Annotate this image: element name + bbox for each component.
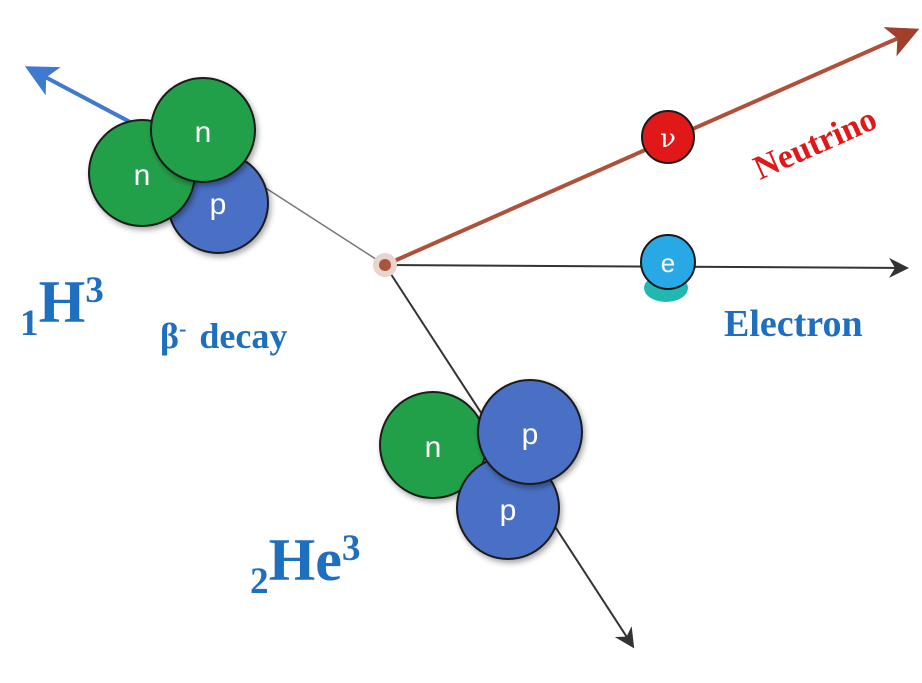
svg-text:p: p bbox=[210, 188, 227, 221]
electron-particle: e bbox=[640, 234, 696, 302]
helium-atomic-number: 2 bbox=[250, 561, 269, 603]
electron-label: Electron bbox=[724, 303, 863, 345]
svg-text:n: n bbox=[134, 159, 151, 192]
neutron: n bbox=[150, 77, 256, 183]
neutrino-label: Neutrino bbox=[748, 100, 882, 187]
svg-text:p: p bbox=[522, 418, 539, 451]
tritium-element: H bbox=[38, 269, 86, 335]
recoil-arrow bbox=[24, 66, 131, 124]
svg-text:n: n bbox=[195, 116, 212, 149]
tritium-mass-number: 3 bbox=[85, 269, 104, 311]
neutrino-particle: ν bbox=[641, 110, 695, 164]
svg-text:p: p bbox=[500, 494, 517, 527]
beta-decay-label: β- decay bbox=[160, 315, 288, 356]
svg-text:ν: ν bbox=[660, 124, 676, 154]
tritium-nucleus: p n n bbox=[88, 77, 269, 254]
proton: p bbox=[477, 379, 583, 485]
svg-text:e: e bbox=[661, 248, 675, 278]
helium-mass-number: 3 bbox=[341, 527, 361, 569]
beta-minus-sign: - bbox=[178, 315, 187, 341]
tritium-label: 1H3 bbox=[20, 269, 104, 342]
beta-symbol: β bbox=[160, 316, 179, 356]
helium-element: He bbox=[268, 527, 342, 593]
tritium-atomic-number: 1 bbox=[20, 303, 39, 345]
helium-nucleus: n p p bbox=[379, 379, 583, 560]
svg-text:n: n bbox=[425, 431, 442, 464]
helium-label: 2He3 bbox=[250, 527, 361, 600]
decay-word: decay bbox=[199, 316, 288, 356]
